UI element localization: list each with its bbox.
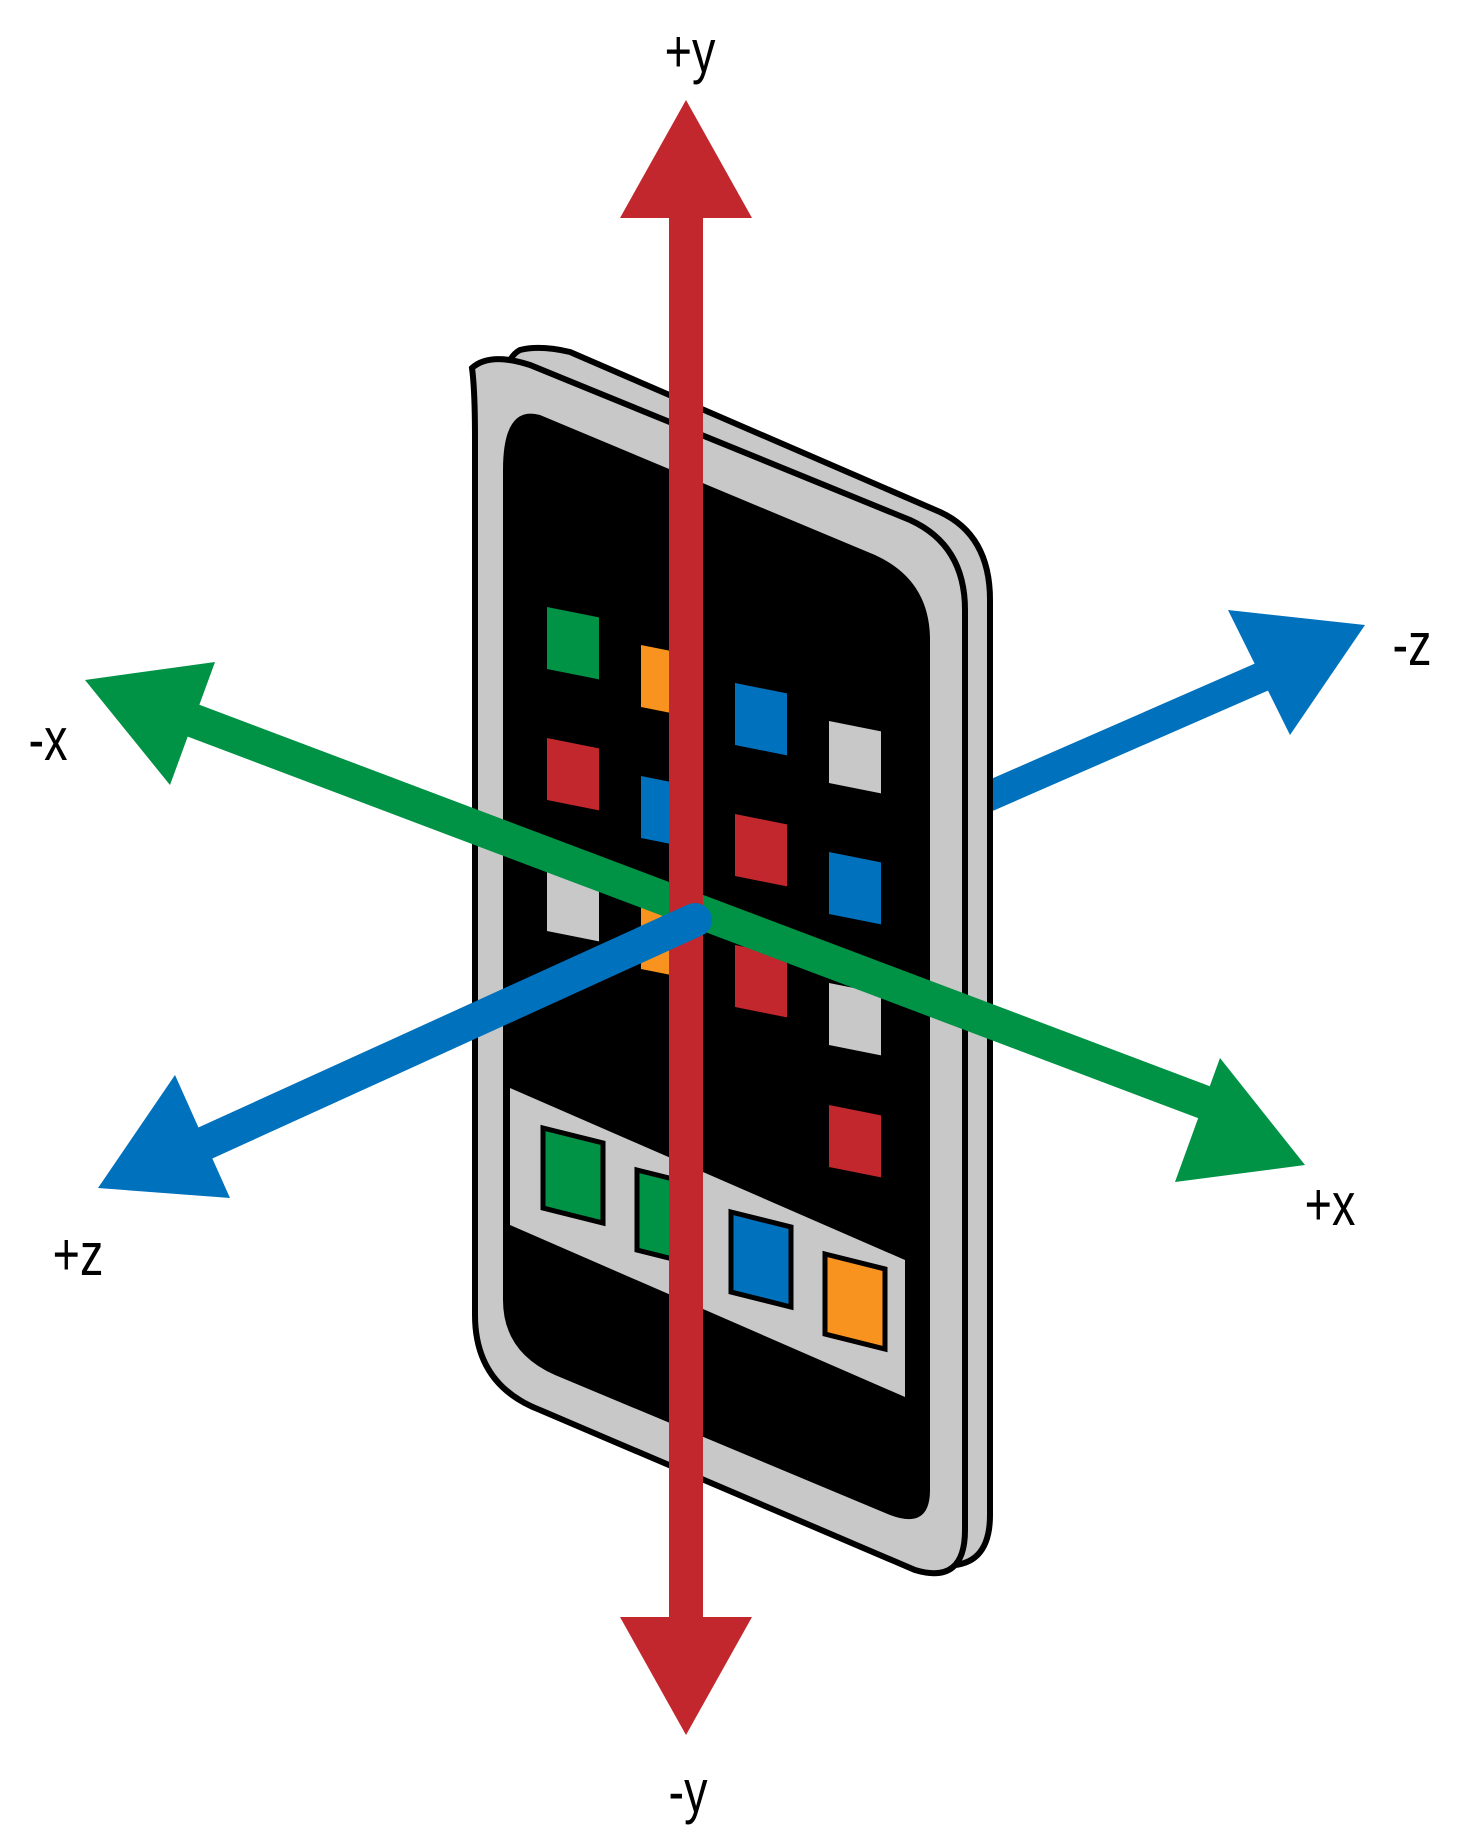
label-z-negative: -z [1393,611,1432,678]
app-icon-gray [829,721,881,794]
label-x-positive: +x [1305,1171,1356,1238]
dock-icon-green [540,1124,606,1227]
label-x-negative: -x [29,706,68,773]
app-icon-gray [829,983,881,1056]
phone-device [468,344,993,1577]
label-y-positive: +y [665,18,716,85]
app-icon-blue [829,852,881,925]
dock-icon-orange [822,1250,888,1353]
app-icon-red [735,945,787,1018]
app-icon-gray [547,869,599,942]
label-y-negative: -y [669,1758,708,1825]
dock-icon-blue [728,1208,794,1311]
z-axis-negative-arrow [978,610,1365,812]
app-icon-red [829,1105,881,1178]
app-icon-red [547,738,599,811]
label-z-positive: +z [53,1221,104,1288]
phone-dock [510,1088,905,1397]
app-icon-red [735,814,787,887]
app-icon-green [547,607,599,680]
z-axis-positive-arrow [98,903,712,1198]
app-icon-blue [735,683,787,756]
